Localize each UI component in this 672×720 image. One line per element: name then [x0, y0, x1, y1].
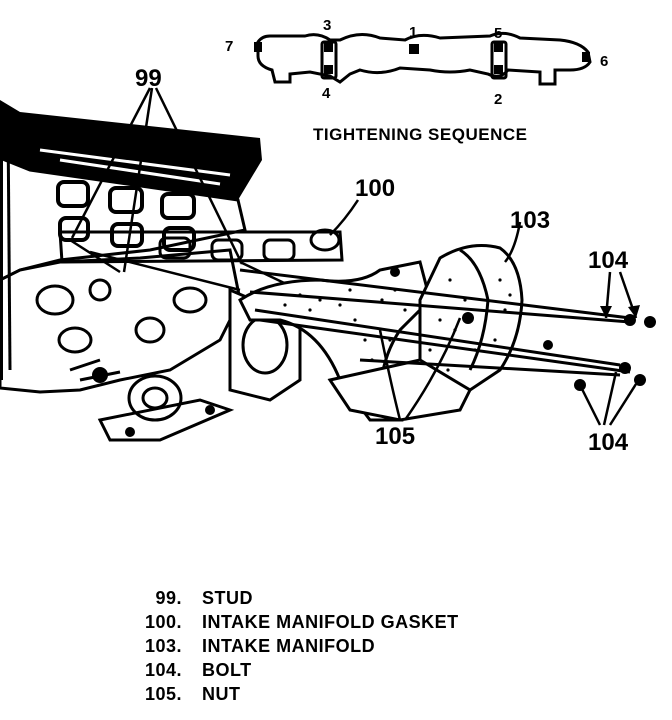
legend-number: 105.	[144, 683, 182, 704]
sequence-number-2: 2	[494, 91, 502, 108]
sequence-number-1: 1	[409, 24, 417, 41]
legend-row-gasket: 100. INTAKE MANIFOLD GASKET	[130, 610, 550, 634]
legend-label: INTAKE MANIFOLD GASKET	[202, 611, 459, 632]
tightening-bolt-markers	[254, 42, 590, 74]
legend-row-stud: 99. STUD	[130, 586, 550, 610]
legend-row-manifold: 103. INTAKE MANIFOLD	[130, 634, 550, 658]
legend-label: STUD	[202, 587, 253, 608]
legend-number: 104.	[144, 659, 182, 680]
legend-number: 100.	[144, 611, 182, 632]
tightening-sequence-outline	[256, 31, 592, 86]
sequence-number-3: 3	[323, 17, 331, 34]
callout-100: 100	[355, 175, 395, 202]
callout-104-lower: 104	[588, 429, 629, 456]
legend-number: 99.	[155, 587, 182, 608]
sequence-number-4: 4	[322, 85, 331, 102]
callout-99: 99	[135, 65, 162, 92]
legend-row-bolt: 104. BOLT	[130, 658, 550, 682]
leader-lines	[70, 87, 638, 426]
legend-label: NUT	[202, 683, 241, 704]
callout-103: 103	[510, 207, 550, 234]
bolts	[239, 268, 631, 377]
leader-arrowheads	[600, 305, 640, 318]
tightening-sequence-title: TIGHTENING SEQUENCE	[313, 125, 527, 144]
legend-number: 103.	[144, 635, 182, 656]
intake-manifold-gasket	[58, 228, 344, 264]
callout-104-upper: 104	[588, 247, 629, 274]
bolt-heads	[574, 314, 656, 391]
sequence-number-6: 6	[600, 53, 608, 70]
legend-label: BOLT	[202, 659, 252, 680]
callout-105: 105	[375, 423, 415, 450]
parts-legend: 99. STUD 100. INTAKE MANIFOLD GASKET 103…	[130, 586, 550, 706]
legend-label: INTAKE MANIFOLD	[202, 635, 376, 656]
sequence-number-5: 5	[494, 25, 502, 42]
sequence-number-7: 7	[225, 38, 233, 55]
legend-row-nut: 105. NUT	[130, 682, 550, 706]
